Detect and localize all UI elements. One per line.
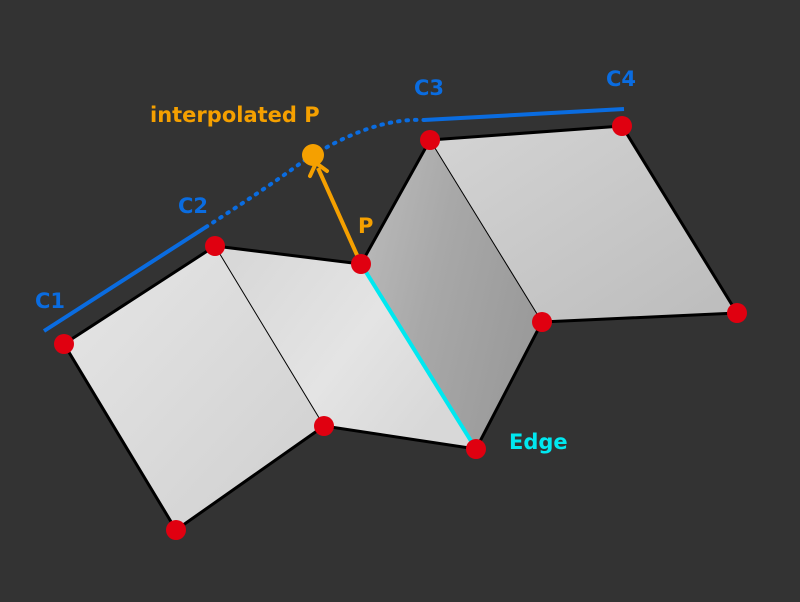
control-segment-c3-c4 [423,107,625,122]
control-segment-c1-c2 [42,225,208,333]
vertex [205,236,225,256]
label-c3: C3 [414,76,444,100]
label-c2: C2 [178,194,208,218]
face-left [64,246,324,530]
mesh-top-outline [63,124,739,346]
label-c1: C1 [35,289,65,313]
label-c4: C4 [606,67,636,91]
vertex [727,303,747,323]
internal-edge-left [214,245,325,427]
interpolated-point [302,144,324,166]
interpolation-arrow [316,167,363,265]
vertex [466,439,486,459]
vertex [54,334,74,354]
internal-edge-right [429,139,543,323]
mesh-faces [64,126,737,530]
vertex [420,130,440,150]
vertex [532,312,552,332]
label-p: P [358,214,373,238]
face-middle [215,246,476,449]
vertex [612,116,632,136]
vertex [351,254,371,274]
mesh-bottom-outline [62,311,738,532]
face-right [430,126,737,322]
label-edge: Edge [509,430,568,454]
highlighted-edge [359,262,478,451]
face-dark [361,140,542,449]
vertex [314,416,334,436]
mesh-vertices [54,116,747,540]
vertex [166,520,186,540]
label-interpolated-p: interpolated P [150,103,320,127]
